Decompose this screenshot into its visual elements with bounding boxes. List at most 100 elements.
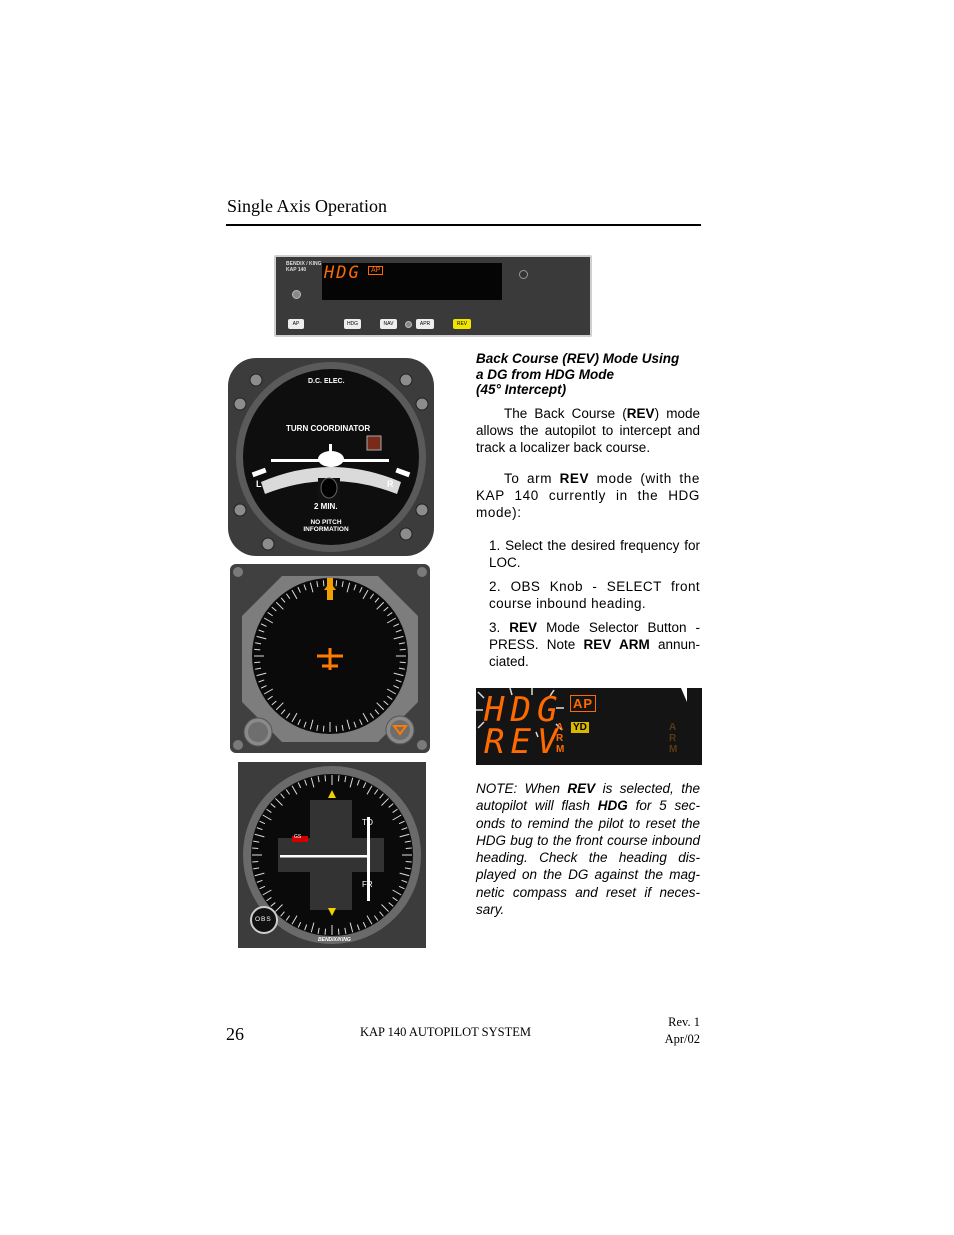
tick-mark (280, 709, 286, 715)
tick-mark (401, 827, 408, 831)
tick-mark (280, 793, 285, 799)
lcd-line-rev: REV (484, 722, 564, 762)
tick-mark (285, 789, 290, 795)
kap-hdg-button[interactable]: HDG (344, 319, 361, 329)
cdi-flag: GS (294, 834, 302, 840)
tick-mark (337, 775, 340, 782)
tc-left: L (256, 479, 262, 489)
tick-mark (309, 582, 314, 593)
lcd-arm-m: M (556, 744, 565, 755)
tick-mark (379, 793, 384, 799)
tick-mark (263, 688, 274, 695)
tick-mark (255, 642, 262, 645)
tick-mark (258, 679, 265, 683)
step-1: 1. Select the desired frequency for LOC. (489, 538, 700, 570)
tick-mark (271, 606, 277, 612)
tick-mark (310, 777, 315, 788)
tick-mark (291, 785, 298, 795)
tc-footer-line2: INFORMATION (303, 526, 349, 533)
kap-brand-line1: BENDIX / KING (286, 261, 322, 267)
cdi-indicator (238, 762, 426, 948)
tick-mark (258, 629, 265, 633)
tick-mark (256, 672, 267, 677)
tick-mark (267, 695, 273, 701)
tick-mark (335, 725, 338, 732)
tick-mark (259, 820, 266, 825)
step-3: 3. REV Mode Selector Button - PRESS. Not… (489, 620, 700, 669)
tick-mark (405, 847, 412, 850)
heading-line2: a DG from HDG Mode (476, 366, 615, 382)
tick-mark (254, 833, 265, 838)
tick-mark (322, 725, 325, 732)
footer-rev: Rev. 1 (668, 1015, 700, 1029)
tick-mark (297, 586, 301, 593)
tick-mark (349, 922, 354, 933)
flash-marks (476, 688, 564, 738)
tick-mark (395, 629, 402, 633)
tick-mark (381, 798, 389, 806)
tick-mark (374, 915, 379, 921)
tick-mark (270, 902, 276, 907)
tick-mark (324, 775, 327, 782)
tick-mark (267, 611, 273, 617)
tick-mark (256, 635, 267, 640)
tick-mark (399, 648, 406, 651)
tick-mark (316, 724, 319, 731)
tick-mark (275, 798, 283, 806)
tick-mark (362, 712, 369, 723)
lcd-display: HDG REV AP YD A R M A R M (476, 688, 702, 765)
tick-mark (404, 867, 411, 870)
tick-mark (344, 927, 347, 934)
kap-ap-button[interactable]: AP (288, 319, 304, 329)
heading-line1: Back Course (REV) Mode Using (476, 351, 680, 366)
directional-gyro (230, 564, 430, 753)
tick-mark (395, 679, 402, 683)
tick-mark (353, 584, 357, 591)
tick-mark (297, 782, 302, 789)
obs-knob[interactable]: OBS (255, 916, 272, 923)
tick-mark (401, 879, 408, 883)
kap-left-knob[interactable] (292, 290, 301, 299)
cdi-to-label: TO (362, 818, 373, 827)
tick-mark (304, 924, 308, 931)
tick-mark (353, 721, 357, 728)
tick-mark (275, 702, 284, 711)
note-paragraph: NOTE: When REV is selected, the autopilo… (476, 781, 700, 918)
tick-mark (399, 872, 410, 877)
tick-mark (260, 623, 267, 627)
tc-right: R (387, 479, 394, 489)
tick-mark (388, 902, 394, 907)
lcd-arm-a: A (556, 722, 564, 733)
kap-rev-button[interactable]: REV (453, 319, 471, 329)
tick-mark (383, 606, 389, 612)
tick-mark (263, 617, 274, 624)
tick-mark (291, 589, 298, 600)
footer-title: KAP 140 AUTOPILOT SYSTEM (360, 1025, 531, 1039)
kap-small-knob[interactable] (405, 321, 412, 328)
tick-mark (398, 642, 405, 645)
tick-mark (309, 719, 314, 730)
tick-mark (253, 840, 260, 843)
tick-mark (392, 889, 402, 896)
lcd-arm-annunciator: A R M (556, 722, 564, 755)
tick-mark (260, 685, 267, 689)
kap-right-knob[interactable] (519, 270, 528, 279)
tick-mark (297, 921, 302, 928)
tick-mark (285, 713, 291, 719)
tick-mark (271, 700, 277, 706)
tick-mark (392, 808, 398, 813)
tick-mark (387, 611, 393, 617)
tc-top-label: D.C. ELEC. (308, 378, 345, 385)
kap-nav-button[interactable]: NAV (380, 319, 397, 329)
tick-mark (254, 872, 265, 877)
step-2: 2. OBS Knob - SELECT front course inboun… (489, 579, 700, 611)
tick-mark (346, 719, 351, 730)
tick-mark (392, 814, 402, 821)
tick-mark (280, 911, 285, 917)
tick-mark (388, 803, 394, 808)
kap-apr-button[interactable]: APR (416, 319, 434, 329)
tick-mark (254, 648, 261, 651)
tick-mark (399, 833, 410, 838)
tick-mark (366, 915, 373, 925)
tick-mark (316, 581, 319, 588)
